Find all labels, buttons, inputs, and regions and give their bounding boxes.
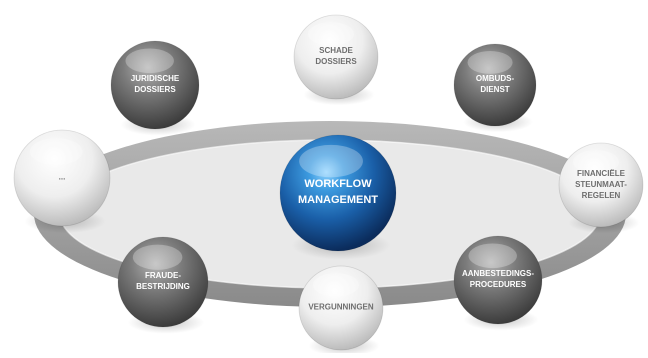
node-ombudsdienst-circle <box>453 43 537 127</box>
center-node-circle <box>279 134 397 252</box>
node-financiele-steunmaatregelen <box>558 142 644 234</box>
node-vergunningen-highlight <box>312 273 360 297</box>
node-aanbestedingsprocedures-circle <box>453 235 543 325</box>
node-aanbestedingsprocedures-highlight <box>468 243 517 269</box>
node-schade-dossiers-highlight <box>307 22 355 46</box>
node-fraudebestrijding-circle <box>117 236 209 328</box>
node-juridische-dossiers-circle <box>110 40 200 130</box>
node-ellipsis <box>13 129 111 234</box>
center-node <box>279 134 397 260</box>
node-schade-dossiers <box>293 14 379 106</box>
node-financiele-steunmaatregelen-highlight <box>572 150 620 174</box>
node-schade-dossiers-circle <box>293 14 379 100</box>
node-ellipsis-highlight <box>29 138 83 166</box>
node-juridische-dossiers-highlight <box>125 48 174 74</box>
node-ombudsdienst-highlight <box>467 50 513 74</box>
node-aanbestedingsprocedures <box>453 235 543 331</box>
node-fraudebestrijding-highlight <box>132 244 183 270</box>
node-ombudsdienst <box>453 43 537 133</box>
node-fraudebestrijding <box>117 236 209 334</box>
node-ellipsis-circle <box>13 129 111 227</box>
node-vergunningen <box>298 265 384 357</box>
node-juridische-dossiers <box>110 40 200 136</box>
node-vergunningen-circle <box>298 265 384 351</box>
center-node-highlight <box>299 144 363 178</box>
node-financiele-steunmaatregelen-circle <box>558 142 644 228</box>
